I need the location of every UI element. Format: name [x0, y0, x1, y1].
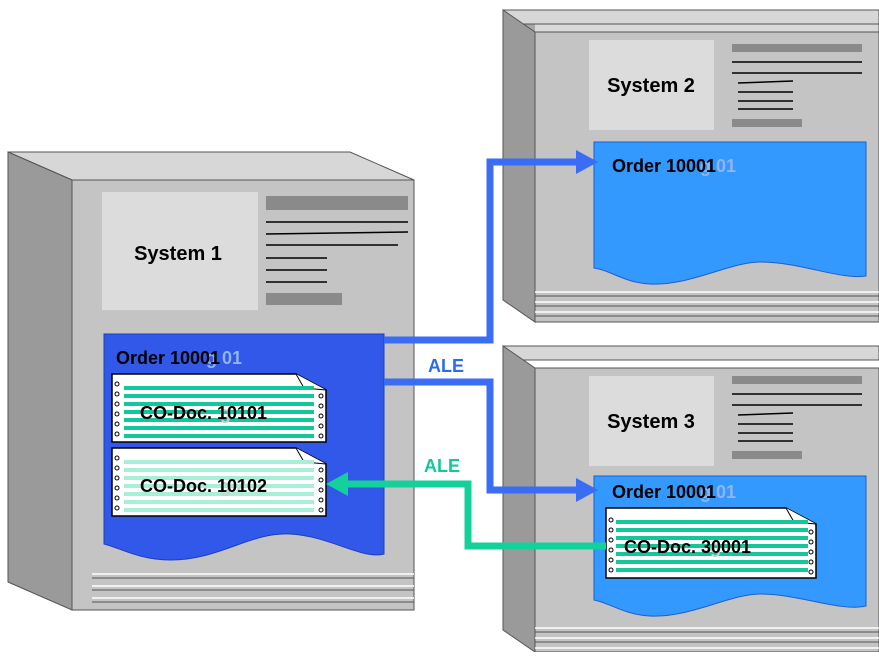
- system-3-label: System 3: [607, 411, 695, 433]
- ale-arrow-to-system-1: [326, 472, 606, 550]
- order-panel-system-2: g 01 Order 10001: [593, 141, 867, 285]
- system-3-status-lines: [732, 376, 862, 459]
- system-3-drive-bays: [535, 627, 879, 649]
- co-doc-10101-perforations: [114, 381, 324, 439]
- co-doc-30001-stripes: [616, 520, 808, 572]
- co-doc-10102-ghost: g 2: [220, 476, 246, 496]
- co-doc-30001-ghost: g: [710, 537, 721, 557]
- system-2-label-panel: [589, 40, 714, 130]
- system-2-drive-bays: [535, 291, 879, 317]
- system-1-status-lines: [265, 196, 409, 305]
- co-doc-10102-perforations: [114, 455, 324, 513]
- ale-arrow-to-system-2: [384, 150, 598, 344]
- ale-arrow-to-system-3: [384, 378, 598, 502]
- co-doc-10102-label: CO-Doc. 10102: [140, 476, 267, 496]
- co-doc-10101-label: CO-Doc. 10101: [140, 403, 267, 423]
- order-3-ghost-text: g 01: [700, 482, 736, 502]
- ale-label-green: ALE: [424, 456, 460, 476]
- system-2-status-lines: [732, 44, 862, 127]
- co-doc-30001: g CO-Doc. 30001: [605, 507, 817, 579]
- co-doc-10101-ghost: g: [220, 403, 231, 423]
- co-doc-30001-perforations: [608, 517, 814, 575]
- ale-label-blue: ALE: [428, 356, 464, 376]
- order-3-label: Order 10001: [612, 482, 716, 502]
- co-doc-10102-stripes: [124, 460, 314, 512]
- order-2-ghost-text: g 01: [700, 156, 736, 176]
- system-1-label-panel: [102, 192, 258, 310]
- system-2-label: System 2: [607, 75, 695, 97]
- order-panel-system-1: g 01 Order 10001: [103, 333, 385, 561]
- system-3-label-panel: [589, 376, 714, 466]
- order-2-label: Order 10001: [612, 156, 716, 176]
- order-1-ghost-text: g 01: [206, 348, 242, 368]
- co-doc-10101: g CO-Doc. 10101: [111, 373, 327, 443]
- co-doc-30001-label: CO-Doc. 30001: [624, 537, 751, 557]
- co-doc-10102: g 2 CO-Doc. 10102: [111, 447, 327, 517]
- system-1-label: System 1: [134, 243, 222, 265]
- system-1-drive-bays: [92, 573, 414, 603]
- co-doc-10101-stripes: [124, 386, 314, 438]
- order-1-label: Order 10001: [116, 348, 220, 368]
